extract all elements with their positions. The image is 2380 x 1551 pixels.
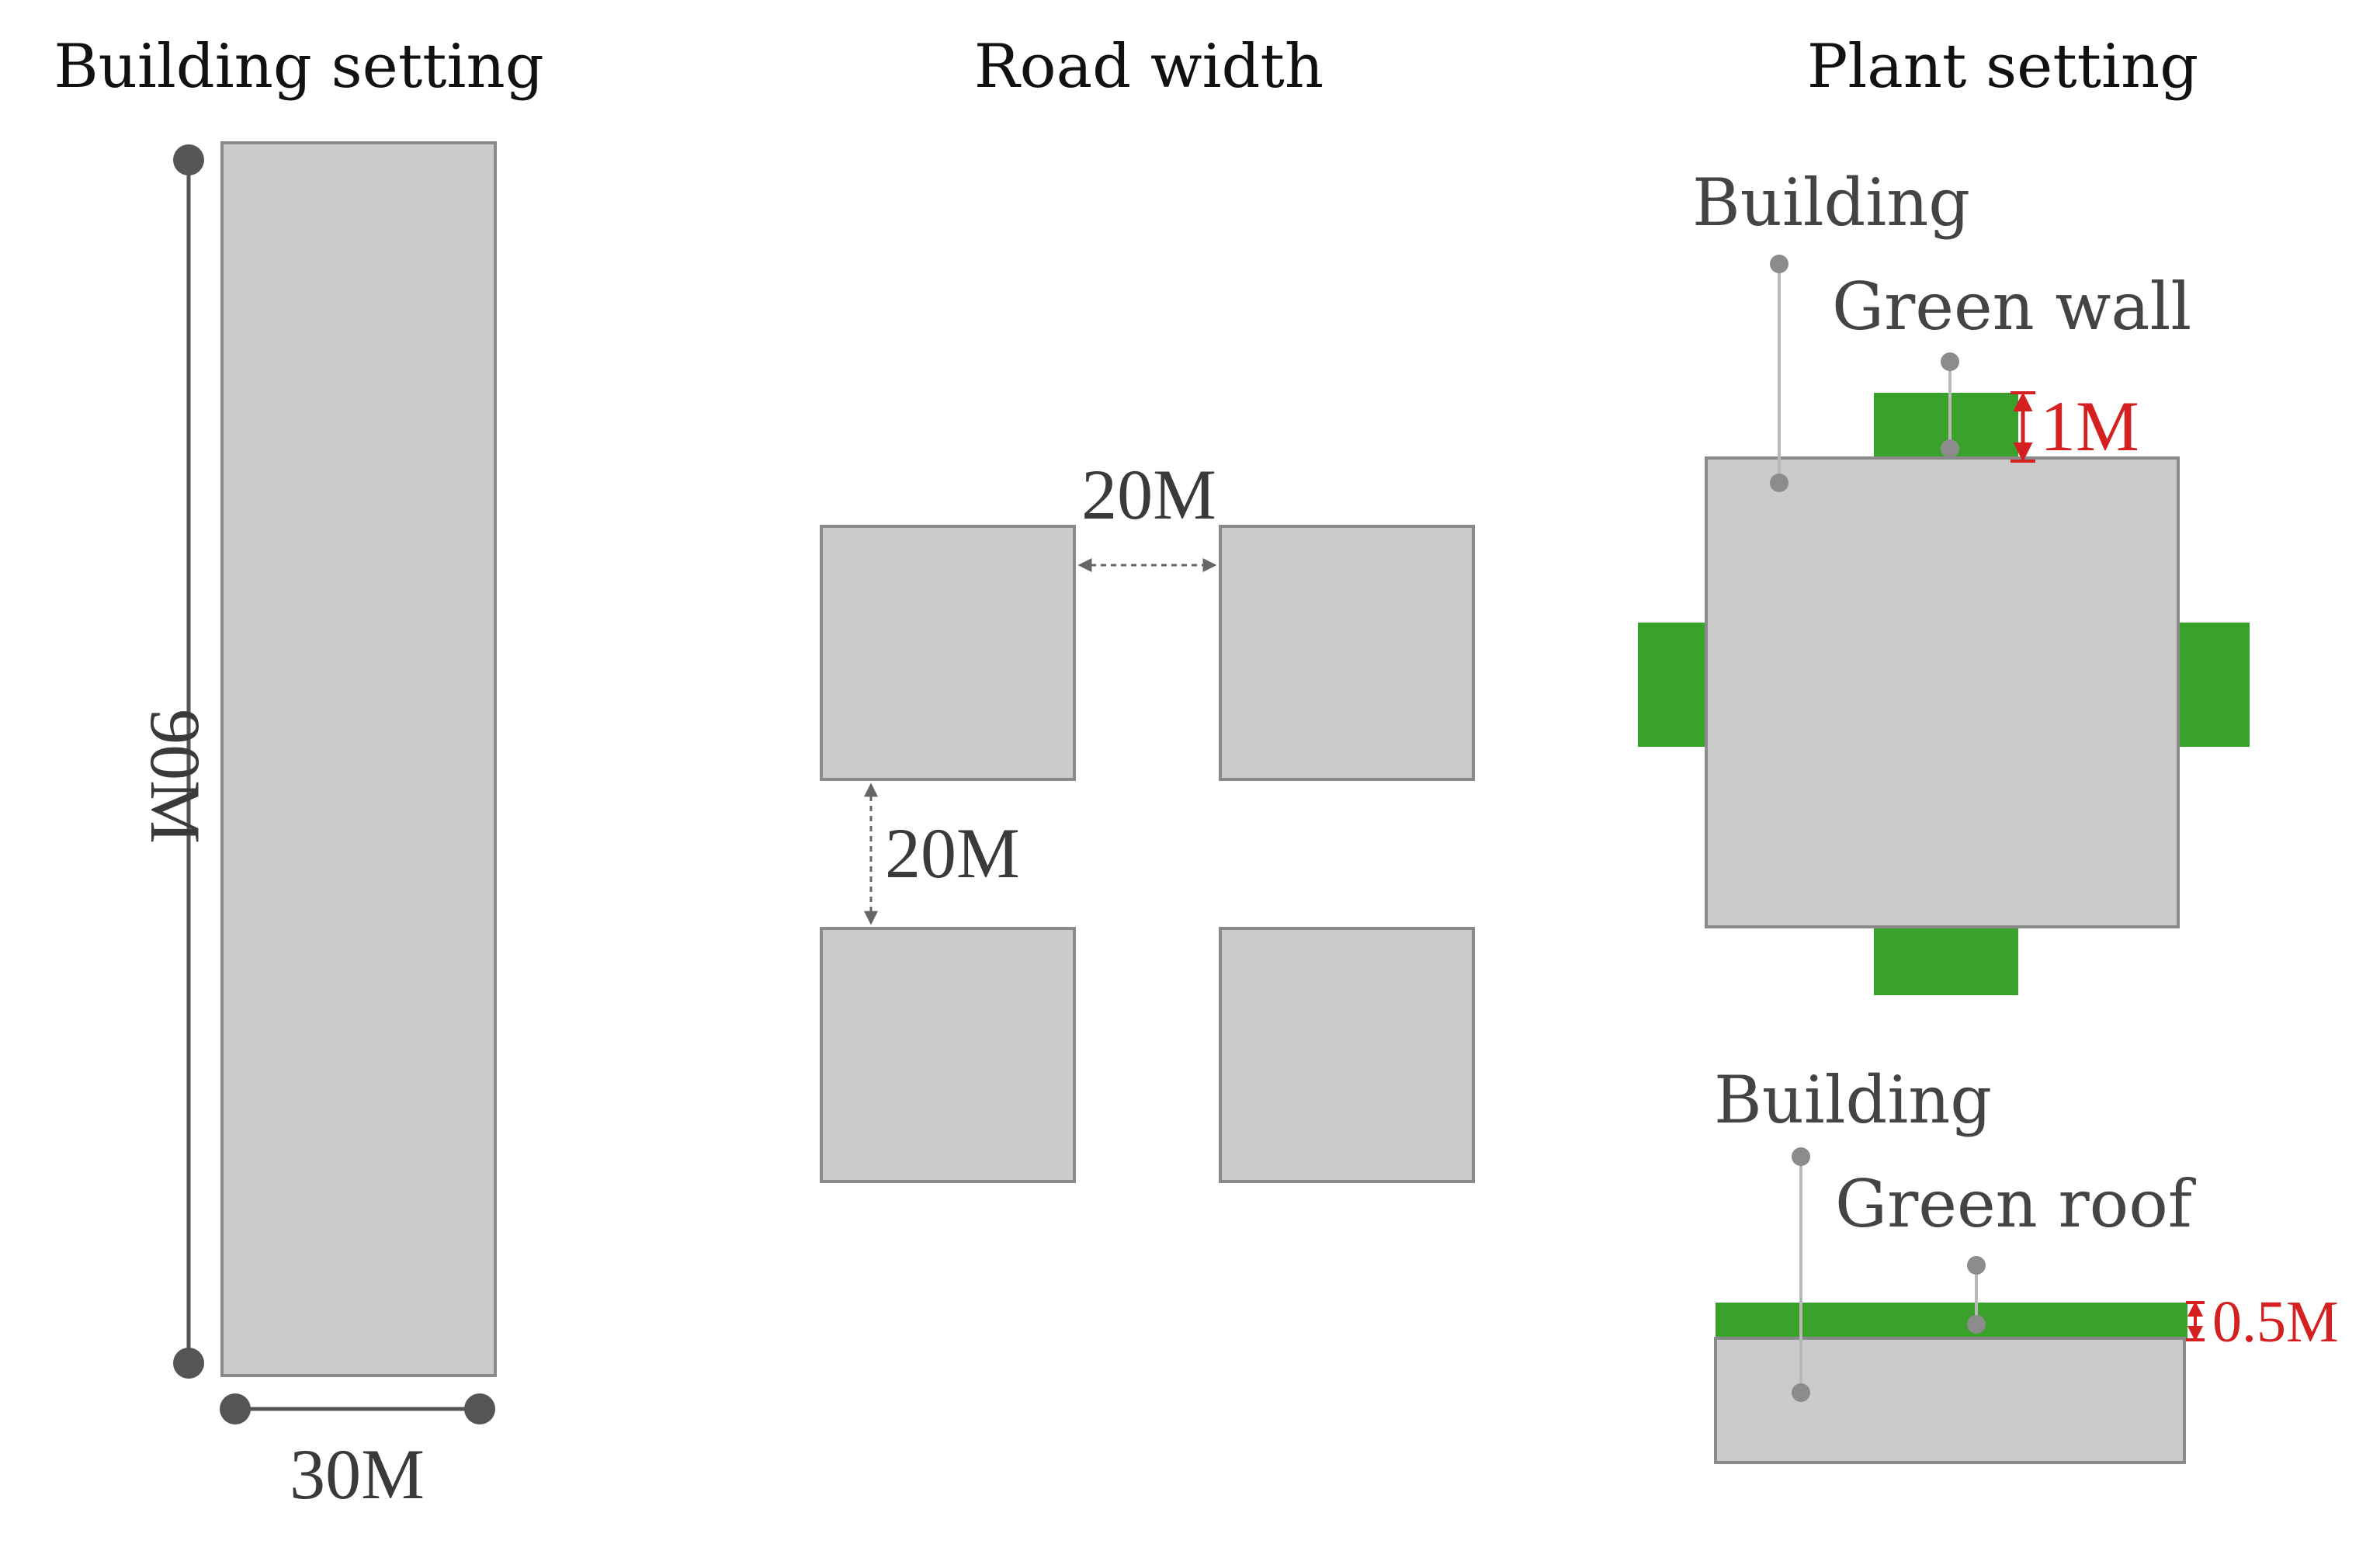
green-wall-thickness-label: 1M bbox=[2040, 387, 2139, 466]
green-roof-rect bbox=[1716, 1303, 2187, 1340]
section-building-leader-dot-top bbox=[1792, 1147, 1810, 1166]
section-building-label: Building bbox=[1714, 1062, 1992, 1138]
height-dimension-end-bottom bbox=[173, 1348, 204, 1379]
width-dimension-end-left bbox=[220, 1393, 251, 1424]
height-dimension-end-top bbox=[173, 144, 204, 175]
section-building-leader-dot-bottom bbox=[1792, 1383, 1810, 1402]
height-label: 90M bbox=[136, 709, 215, 844]
green-wall-leader-dot-top bbox=[1941, 352, 1959, 371]
block-top-left bbox=[820, 525, 1076, 781]
green-roof-thickness-label: 0.5M bbox=[2212, 1289, 2339, 1355]
vertical-gap-label: 20M bbox=[885, 814, 1020, 893]
green-wall-bottom bbox=[1874, 925, 2018, 995]
road-width-panel: 20M 20M bbox=[820, 455, 1475, 1183]
tall-building-rect bbox=[220, 141, 497, 1377]
green-wall-right bbox=[2177, 623, 2250, 747]
plan-building-leader-dot-top bbox=[1770, 255, 1788, 273]
block-bottom-right bbox=[1219, 927, 1475, 1183]
plan-building-leader-dot-bottom bbox=[1770, 474, 1788, 492]
green-wall-left bbox=[1638, 623, 1708, 747]
title-building-setting: Building setting bbox=[54, 32, 543, 102]
plant-setting-section-view: 0.5M Building Green roof bbox=[1714, 1062, 2339, 1464]
section-building-rect bbox=[1714, 1337, 2186, 1464]
green-roof-leader-dot-bottom bbox=[1967, 1315, 1986, 1334]
width-label: 30M bbox=[290, 1435, 425, 1514]
plan-building-rect bbox=[1705, 456, 2180, 928]
horizontal-gap-label: 20M bbox=[1081, 455, 1216, 534]
green-roof-label: Green roof bbox=[1835, 1166, 2197, 1242]
block-top-right bbox=[1219, 525, 1475, 781]
green-wall-leader-dot-bottom bbox=[1941, 439, 1959, 458]
building-setting-panel: 90M 30M bbox=[136, 141, 497, 1514]
block-bottom-left bbox=[820, 927, 1076, 1183]
green-wall-label: Green wall bbox=[1832, 269, 2191, 345]
plan-building-label: Building bbox=[1692, 165, 1970, 241]
plant-setting-plan-view: 1M Building Green wall bbox=[1638, 165, 2250, 995]
green-roof-leader-dot-top bbox=[1967, 1256, 1986, 1275]
title-plant-setting: Plant setting bbox=[1807, 32, 2198, 102]
title-road-width: Road width bbox=[974, 32, 1324, 102]
width-dimension-end-right bbox=[464, 1393, 495, 1424]
